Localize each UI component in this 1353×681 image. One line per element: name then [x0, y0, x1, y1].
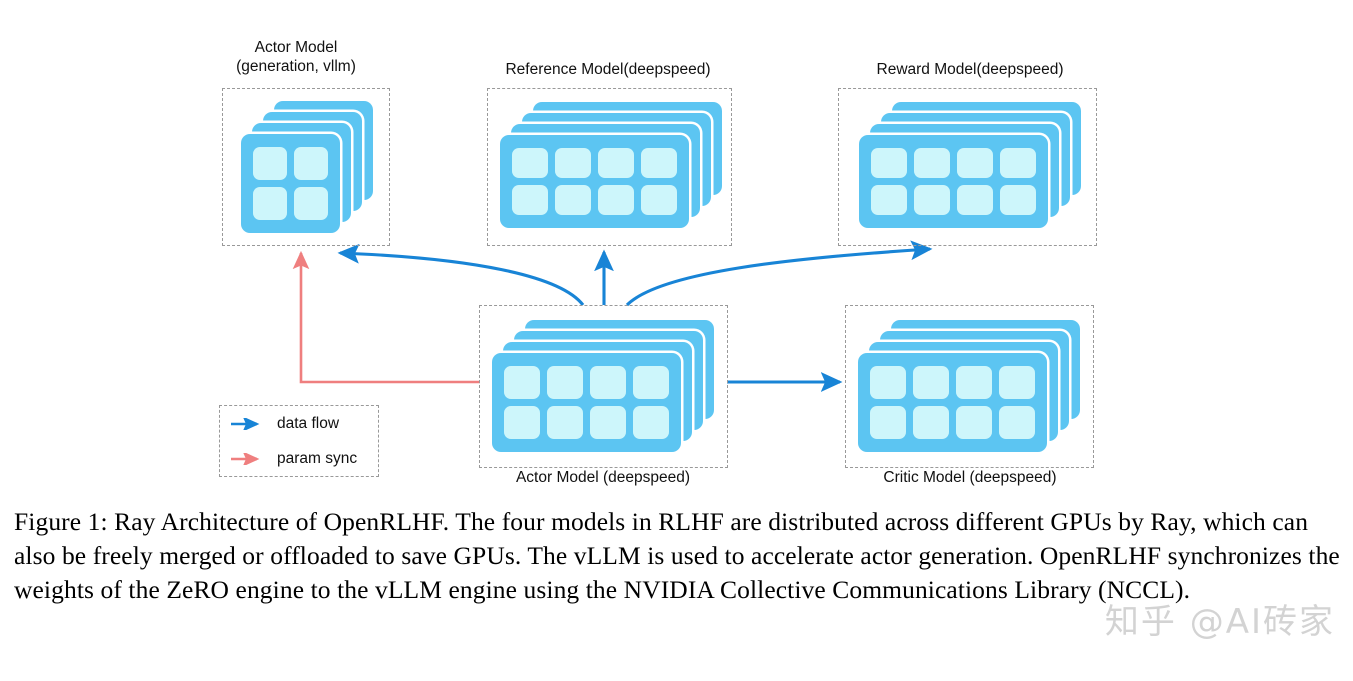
- gpu-cell: [956, 366, 992, 399]
- gpu-cell: [294, 187, 328, 220]
- node-group-reference-model: [487, 88, 732, 246]
- node-group-actor-deepspeed: [479, 305, 728, 468]
- gpu-cell: [512, 185, 548, 215]
- gpu-cell: [870, 366, 906, 399]
- edge-param-sync-actor-to-vllm: [292, 250, 480, 384]
- gpu-cell: [1000, 185, 1036, 215]
- gpu-cell: [512, 148, 548, 178]
- gpu-cell: [641, 148, 677, 178]
- gpu-card-front: [858, 353, 1047, 452]
- node-label-actor-vllm: Actor Model (generation, vllm): [236, 39, 356, 75]
- gpu-cell: [1000, 148, 1036, 178]
- edge-data-flow-actor-to-reward: [625, 240, 933, 307]
- gpu-cell: [633, 406, 669, 439]
- gpu-cell: [504, 406, 540, 439]
- gpu-cell: [590, 406, 626, 439]
- gpu-stack-actor-deepspeed: [492, 320, 714, 452]
- gpu-cell: [547, 366, 583, 399]
- node-label-reward-model: Reward Model(deepspeed): [876, 61, 1064, 78]
- gpu-stack-critic-model: [858, 320, 1080, 452]
- data-flow-arrow-icon: [230, 415, 268, 432]
- gpu-cell: [633, 366, 669, 399]
- legend-item-data-flow: data flow: [220, 406, 378, 441]
- node-label-actor-deepspeed: Actor Model (deepspeed): [515, 469, 691, 486]
- gpu-stack-reward-model: [859, 102, 1081, 228]
- gpu-cell: [913, 406, 949, 439]
- figure-caption: Figure 1: Ray Architecture of OpenRLHF. …: [14, 507, 1340, 604]
- legend-label-param-sync: param sync: [277, 449, 358, 467]
- legend-item-param-sync: param sync: [220, 441, 378, 476]
- gpu-cell: [598, 185, 634, 215]
- gpu-cell: [641, 185, 677, 215]
- node-group-critic-model: [845, 305, 1094, 468]
- gpu-cell: [957, 185, 993, 215]
- gpu-cell: [871, 185, 907, 215]
- gpu-cell: [999, 366, 1035, 399]
- gpu-card-front: [241, 134, 340, 233]
- gpu-cell: [555, 148, 591, 178]
- gpu-cell: [956, 406, 992, 439]
- edge-data-flow-actor-to-vllm: [337, 243, 585, 306]
- node-group-reward-model: [838, 88, 1097, 246]
- gpu-cell: [871, 148, 907, 178]
- gpu-stack-reference-model: [500, 102, 722, 228]
- gpu-cell: [914, 148, 950, 178]
- gpu-cell: [253, 187, 287, 220]
- legend-box: data flow param sync: [219, 405, 379, 477]
- gpu-cell: [870, 406, 906, 439]
- node-group-actor-vllm: [222, 88, 390, 246]
- node-label-reference-model: Reference Model(deepspeed): [505, 61, 711, 78]
- gpu-stack-actor-vllm: [241, 101, 373, 233]
- param-sync-arrow-icon: [230, 450, 268, 467]
- gpu-cell: [294, 147, 328, 180]
- gpu-card-front: [859, 135, 1048, 228]
- gpu-cell: [555, 185, 591, 215]
- gpu-cell: [999, 406, 1035, 439]
- gpu-cell: [957, 148, 993, 178]
- node-label-critic-model: Critic Model (deepspeed): [883, 469, 1057, 486]
- gpu-cell: [590, 366, 626, 399]
- gpu-cell: [253, 147, 287, 180]
- figure-diagram: Actor Model (generation, vllm) Reference…: [219, 39, 1097, 486]
- gpu-cell: [914, 185, 950, 215]
- gpu-cell: [504, 366, 540, 399]
- gpu-card-front: [492, 353, 681, 452]
- legend-label-data-flow: data flow: [277, 414, 340, 432]
- gpu-card-front: [500, 135, 689, 228]
- gpu-cell: [598, 148, 634, 178]
- gpu-cell: [913, 366, 949, 399]
- gpu-cell: [547, 406, 583, 439]
